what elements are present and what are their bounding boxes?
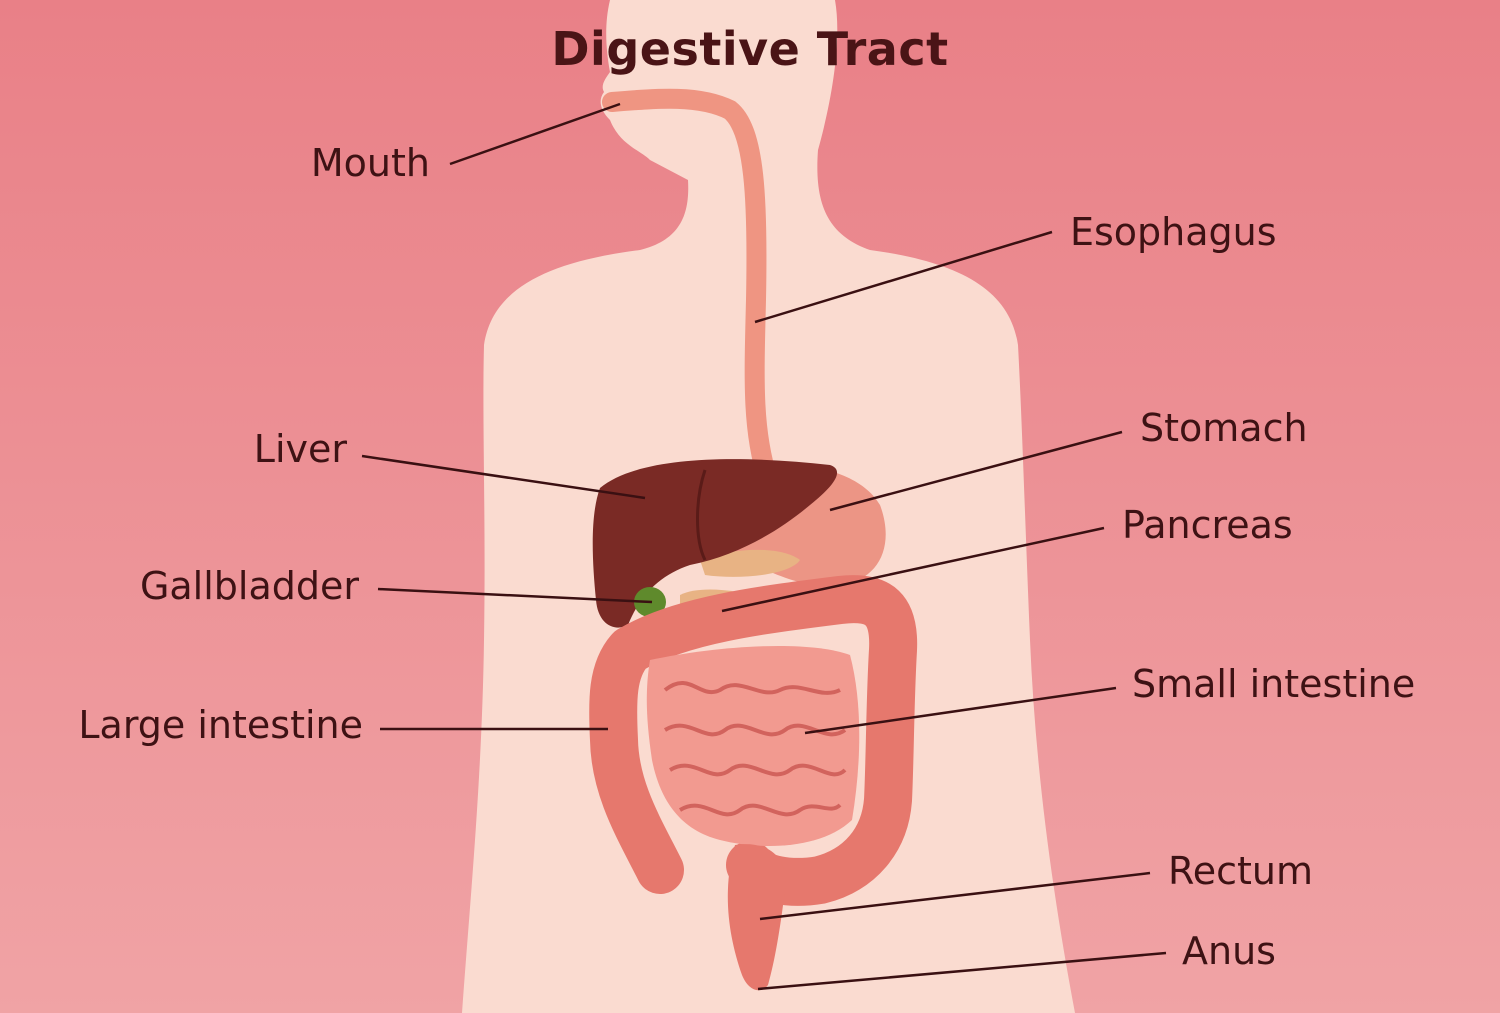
label-rectum: Rectum — [1168, 849, 1313, 893]
anus-leader-line — [757, 951, 1167, 991]
esophagus-leader-line — [754, 230, 1053, 324]
esophagus-shape — [602, 88, 778, 490]
mouth-leader-line — [449, 102, 621, 166]
label-stomach: Stomach — [1140, 406, 1308, 450]
small-intestine-leader-line — [804, 686, 1117, 735]
label-small-intestine: Small intestine — [1132, 662, 1416, 706]
label-mouth: Mouth — [310, 141, 430, 185]
large-intestine-shape — [589, 575, 918, 906]
label-esophagus: Esophagus — [1070, 210, 1277, 254]
rectum-leader-line — [759, 871, 1151, 921]
label-gallbladder: Gallbladder — [139, 564, 359, 608]
small-intestine-shape — [646, 645, 860, 846]
label-large-intestine: Large intestine — [78, 703, 363, 747]
stomach-leader-line — [829, 430, 1123, 512]
label-pancreas: Pancreas — [1122, 503, 1293, 547]
gallbladder-leader-line — [377, 587, 653, 604]
liver-leader-line — [361, 454, 646, 500]
pancreas-leader-line — [721, 526, 1105, 613]
rectum-shape — [727, 844, 786, 991]
liver-shape — [592, 459, 838, 628]
diagram-title: Digestive Tract — [551, 22, 949, 76]
label-liver: Liver — [253, 427, 347, 471]
label-anus: Anus — [1182, 929, 1276, 973]
